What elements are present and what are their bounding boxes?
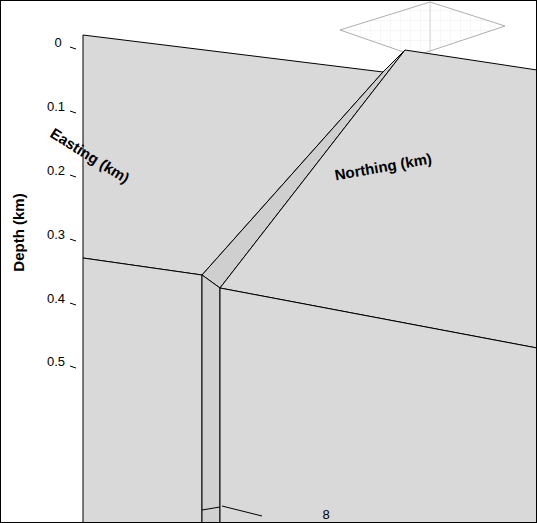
tick-label: 0.5 <box>47 355 65 368</box>
tick-label: 0.1 <box>47 100 65 113</box>
axis-title: Depth (km) <box>11 193 26 271</box>
tick-label: 0.4 <box>47 292 65 305</box>
tick-label: 0.2 <box>47 164 65 177</box>
tick-label: 0 <box>54 36 61 49</box>
tick-label: 8 <box>322 508 329 521</box>
tick-label: 0.3 <box>47 228 65 241</box>
